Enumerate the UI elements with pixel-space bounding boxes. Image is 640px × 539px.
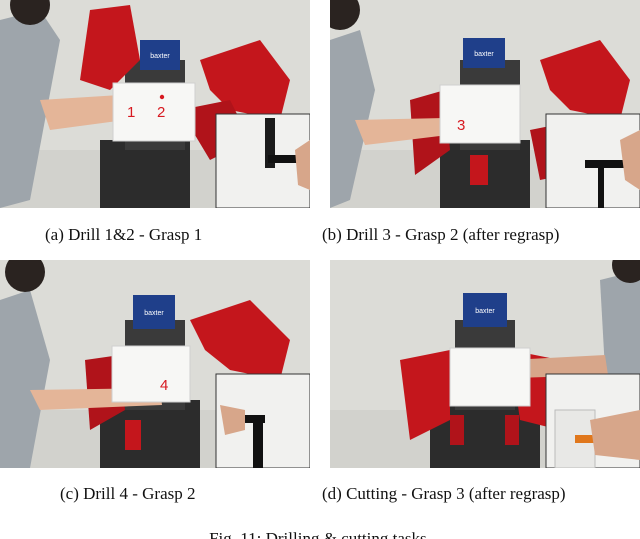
subcaption-d: (d) Cutting - Grasp 3 (after regrasp) [322, 484, 566, 503]
robot-scene-b: baxter 3 [330, 0, 640, 208]
workpiece-board [439, 84, 521, 144]
photo-drill-1-2-grasp-1: baxter 1 2 [0, 0, 310, 208]
figure-caption: Fig. 11: Drilling & cutting tasks. [209, 529, 431, 539]
robot-scene-d: baxter [330, 260, 640, 468]
screen-label: baxter [475, 308, 495, 315]
mark-4: 4 [160, 377, 168, 394]
robot-screen [463, 293, 507, 327]
robot-scene-a: baxter 1 2 [0, 0, 310, 208]
robot-screen [463, 38, 505, 68]
screen-label: baxter [144, 310, 164, 317]
photo-drill-3-grasp-2: baxter 3 [330, 0, 640, 208]
workpiece-board [112, 82, 196, 142]
subcaption-c: (c) Drill 4 - Grasp 2 [60, 484, 196, 503]
robot-scene-c: baxter 4 [0, 260, 310, 468]
screen-label: baxter [474, 51, 494, 58]
mark-3: 3 [457, 117, 465, 134]
mark-2: 2 [157, 104, 165, 121]
photo-cutting-grasp-3: baxter [330, 260, 640, 468]
workpiece-board [449, 347, 531, 407]
subcaption-b: (b) Drill 3 - Grasp 2 (after regrasp) [322, 225, 560, 244]
workpiece-board [111, 345, 191, 403]
screen-label: baxter [150, 53, 170, 60]
robot-screen [133, 295, 175, 329]
drill-point-2 [159, 94, 165, 100]
photo-drill-4-grasp-2: baxter 4 [0, 260, 310, 468]
subcaption-a: (a) Drill 1&2 - Grasp 1 [45, 225, 203, 244]
robot-screen [140, 40, 180, 70]
mark-1: 1 [127, 104, 135, 121]
